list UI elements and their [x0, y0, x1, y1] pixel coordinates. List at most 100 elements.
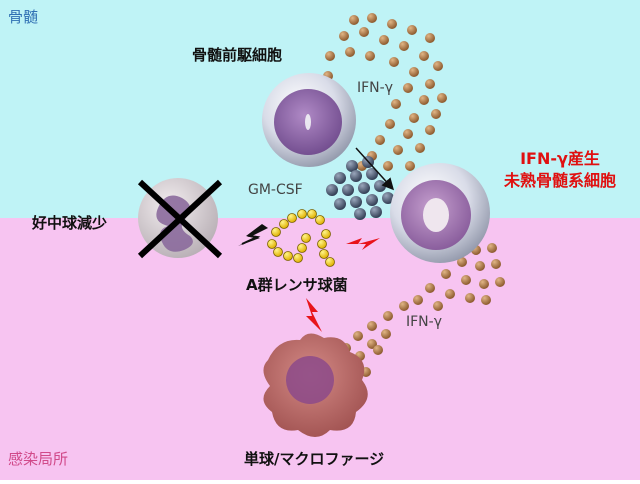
- ifn-gamma-particle: [495, 277, 505, 287]
- ifn-gamma-particle: [373, 345, 383, 355]
- ifn-gamma-particle: [403, 129, 413, 139]
- ifn-producer-label: IFN-γ産生 未熟骨髄系細胞: [490, 148, 630, 192]
- neutropenia-label: 好中球減少: [32, 214, 108, 232]
- streptococcus-coccus: [293, 253, 303, 263]
- ifn-gamma-bottom-label: IFN-γ: [406, 314, 442, 330]
- gmcsf-particles: [326, 156, 394, 220]
- ifn-producer-line1: IFN-γ産生: [520, 149, 600, 168]
- ifn-gamma-particle: [375, 135, 385, 145]
- ifn-gamma-top-label: IFN-γ: [357, 80, 393, 96]
- gmcsf-particle: [370, 206, 382, 218]
- macrophage-label: 単球/マクロファージ: [244, 450, 385, 468]
- ifn-gamma-particle: [415, 143, 425, 153]
- ifn-gamma-particle: [461, 275, 471, 285]
- gmcsf-particle: [366, 168, 378, 180]
- bone-marrow-progenitor-cell: [262, 73, 356, 167]
- lightning-to-macrophage-icon: [306, 298, 322, 332]
- gmcsf-particle: [358, 182, 370, 194]
- streptococcus-coccus: [271, 227, 281, 237]
- ifn-gamma-particle: [385, 119, 395, 129]
- ifn-gamma-particle: [437, 93, 447, 103]
- lightning-to-immature-cell-icon: [346, 238, 380, 250]
- ifn-gamma-particle: [419, 51, 429, 61]
- gmcsf-particle: [346, 160, 358, 172]
- streptococcus-coccus: [297, 209, 307, 219]
- ifn-gamma-particle: [409, 113, 419, 123]
- ifn-gamma-particle: [349, 15, 359, 25]
- streptococcus-coccus: [321, 229, 331, 239]
- ifn-gamma-particle: [387, 19, 397, 29]
- gmcsf-particle: [342, 184, 354, 196]
- ifn-gamma-particle: [481, 295, 491, 305]
- ifn-gamma-particle: [367, 13, 377, 23]
- ifn-gamma-particle: [409, 67, 419, 77]
- ifn-gamma-particle: [425, 283, 435, 293]
- streptococcus-coccus: [267, 239, 277, 249]
- ifn-gamma-particle: [325, 51, 335, 61]
- bone-marrow-label: 骨髄: [8, 8, 39, 26]
- ifn-gamma-particle: [353, 331, 363, 341]
- ifn-gamma-particle: [433, 61, 443, 71]
- ifn-gamma-particle: [407, 25, 417, 35]
- ifn-gamma-particle: [379, 35, 389, 45]
- ifn-gamma-particle: [399, 41, 409, 51]
- infection-site-label: 感染局所: [8, 450, 69, 468]
- ifn-gamma-particle: [425, 125, 435, 135]
- gmcsf-particle: [382, 192, 394, 204]
- ifn-gamma-particle: [399, 301, 409, 311]
- ifn-gamma-particle: [487, 243, 497, 253]
- immature-myeloid-cell: [390, 163, 490, 263]
- ifn-gamma-particle: [431, 109, 441, 119]
- gmcsf-particle: [350, 170, 362, 182]
- streptococcus-coccus: [287, 213, 297, 223]
- differentiation-arrow: [355, 147, 395, 191]
- monocyte-macrophage-cell: [263, 333, 368, 437]
- ifn-gamma-particle: [425, 79, 435, 89]
- ifn-gamma-particle: [441, 269, 451, 279]
- gmcsf-label: GM-CSF: [248, 182, 303, 198]
- ifn-gamma-particle: [425, 33, 435, 43]
- ifn-gamma-particle: [433, 301, 443, 311]
- ifn-gamma-particle: [365, 51, 375, 61]
- ifn-gamma-particles-top: [323, 13, 447, 171]
- streptococcus-coccus: [297, 243, 307, 253]
- gmcsf-particle: [374, 180, 386, 192]
- streptococcus-coccus: [319, 249, 329, 259]
- ifn-gamma-particle: [403, 83, 413, 93]
- ifn-gamma-particle: [367, 321, 377, 331]
- streptococcus-coccus: [279, 219, 289, 229]
- ifn-gamma-particle: [389, 57, 399, 67]
- gmcsf-particle: [334, 198, 346, 210]
- lightning-to-neutrophil-icon: [238, 224, 268, 246]
- ifn-gamma-particle: [345, 47, 355, 57]
- gmcsf-particle: [366, 194, 378, 206]
- ifn-gamma-particle: [457, 257, 467, 267]
- streptococcus-coccus: [315, 215, 325, 225]
- ifn-gamma-particle: [479, 279, 489, 289]
- gmcsf-particle: [334, 172, 346, 184]
- ifn-gamma-particle: [383, 161, 393, 171]
- ifn-gamma-particle: [393, 145, 403, 155]
- ifn-gamma-particle: [491, 259, 501, 269]
- streptococcus-coccus: [273, 247, 283, 257]
- ifn-gamma-particle: [413, 295, 423, 305]
- streptococcus-coccus: [301, 233, 311, 243]
- ifn-producer-line2: 未熟骨髄系細胞: [503, 171, 616, 190]
- ifn-gamma-particle: [391, 99, 401, 109]
- ifn-gamma-particle: [339, 31, 349, 41]
- gmcsf-particle: [354, 208, 366, 220]
- ifn-gamma-particle: [419, 95, 429, 105]
- gmcsf-particle: [326, 184, 338, 196]
- streptococcus-coccus: [317, 239, 327, 249]
- ifn-gamma-particle: [359, 27, 369, 37]
- ifn-gamma-particle: [445, 289, 455, 299]
- progenitor-label: 骨髄前駆細胞: [192, 46, 283, 64]
- streptococcus-chains: [267, 209, 335, 267]
- cross-out-icon: [137, 179, 223, 259]
- streptococcus-coccus: [283, 251, 293, 261]
- streptococcus-coccus: [325, 257, 335, 267]
- ifn-gamma-particle: [383, 311, 393, 321]
- streptococcus-coccus: [307, 209, 317, 219]
